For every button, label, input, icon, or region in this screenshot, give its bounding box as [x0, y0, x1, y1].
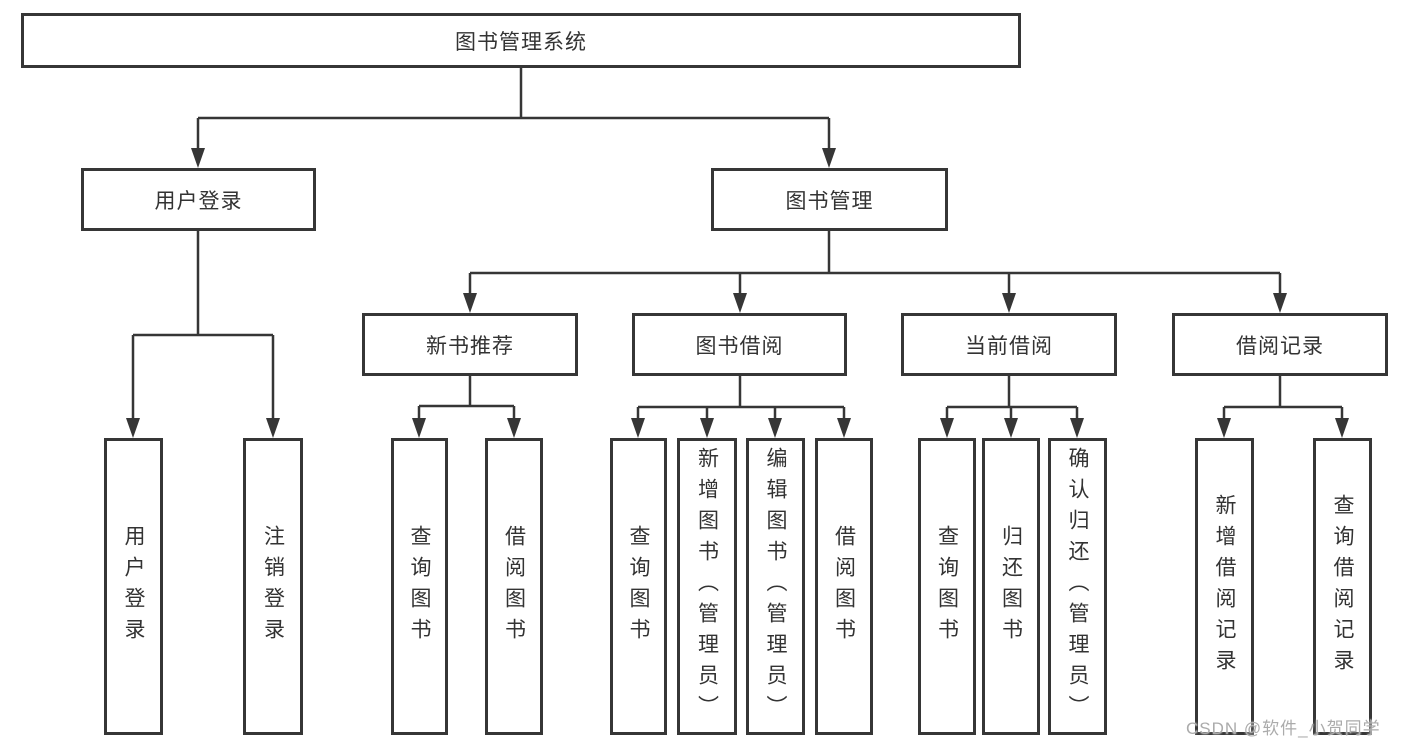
leaf-cb-confirm-return-admin-label: 确认归还（管理员） [1066, 447, 1089, 726]
node-book-borrow-label: 图书借阅 [695, 334, 784, 358]
leaf-rec-query-books-label: 查询图书 [408, 524, 431, 649]
node-root: 图书管理系统 [21, 13, 1021, 68]
node-new-book-recommend-label: 新书推荐 [426, 334, 514, 358]
node-current-borrow-label: 当前借阅 [965, 334, 1053, 358]
node-book-management-label: 图书管理 [785, 189, 874, 213]
leaf-br-add-record: 新增借阅记录 [1195, 438, 1254, 735]
leaf-bb-edit-books-admin: 编辑图书（管理员） [746, 438, 805, 735]
leaf-cb-confirm-return-admin: 确认归还（管理员） [1048, 438, 1107, 735]
node-book-management: 图书管理 [711, 168, 948, 231]
leaf-bb-query-books-label: 查询图书 [627, 524, 650, 649]
node-new-book-recommend: 新书推荐 [362, 313, 578, 376]
leaf-cb-query-books: 查询图书 [918, 438, 976, 735]
leaf-bb-add-books-admin: 新增图书（管理员） [677, 438, 737, 735]
leaf-cb-query-books-label: 查询图书 [935, 524, 959, 649]
leaf-user-login: 用户登录 [104, 438, 163, 735]
node-user-login: 用户登录 [81, 168, 316, 231]
leaf-bb-borrow-books-label: 借阅图书 [832, 524, 856, 649]
leaf-bb-add-books-admin-label: 新增图书（管理员） [695, 447, 719, 726]
arrowheads [126, 148, 1349, 438]
leaf-rec-query-books: 查询图书 [391, 438, 448, 735]
leaf-rec-borrow-books-label: 借阅图书 [502, 524, 526, 649]
leaf-logout-login-label: 注销登录 [261, 524, 285, 649]
leaf-logout-login: 注销登录 [243, 438, 303, 735]
node-book-borrow: 图书借阅 [632, 313, 847, 376]
node-borrow-records-label: 借阅记录 [1236, 334, 1324, 358]
leaf-br-query-record-label: 查询借阅记录 [1331, 493, 1354, 680]
node-user-login-label: 用户登录 [154, 189, 243, 213]
leaf-bb-edit-books-admin-label: 编辑图书（管理员） [764, 447, 787, 726]
watermark-text: CSDN @软件_小贺同学 [1186, 719, 1381, 738]
leaf-cb-return-books: 归还图书 [982, 438, 1040, 735]
leaf-br-query-record: 查询借阅记录 [1313, 438, 1372, 735]
leaf-cb-return-books-label: 归还图书 [999, 524, 1023, 649]
leaf-rec-borrow-books: 借阅图书 [485, 438, 543, 735]
node-root-label: 图书管理系统 [455, 30, 587, 54]
node-borrow-records: 借阅记录 [1172, 313, 1388, 376]
leaf-br-add-record-label: 新增借阅记录 [1213, 493, 1236, 680]
leaf-user-login-label: 用户登录 [122, 524, 145, 649]
leaf-bb-borrow-books: 借阅图书 [815, 438, 873, 735]
node-current-borrow: 当前借阅 [901, 313, 1117, 376]
leaf-bb-query-books: 查询图书 [610, 438, 667, 735]
